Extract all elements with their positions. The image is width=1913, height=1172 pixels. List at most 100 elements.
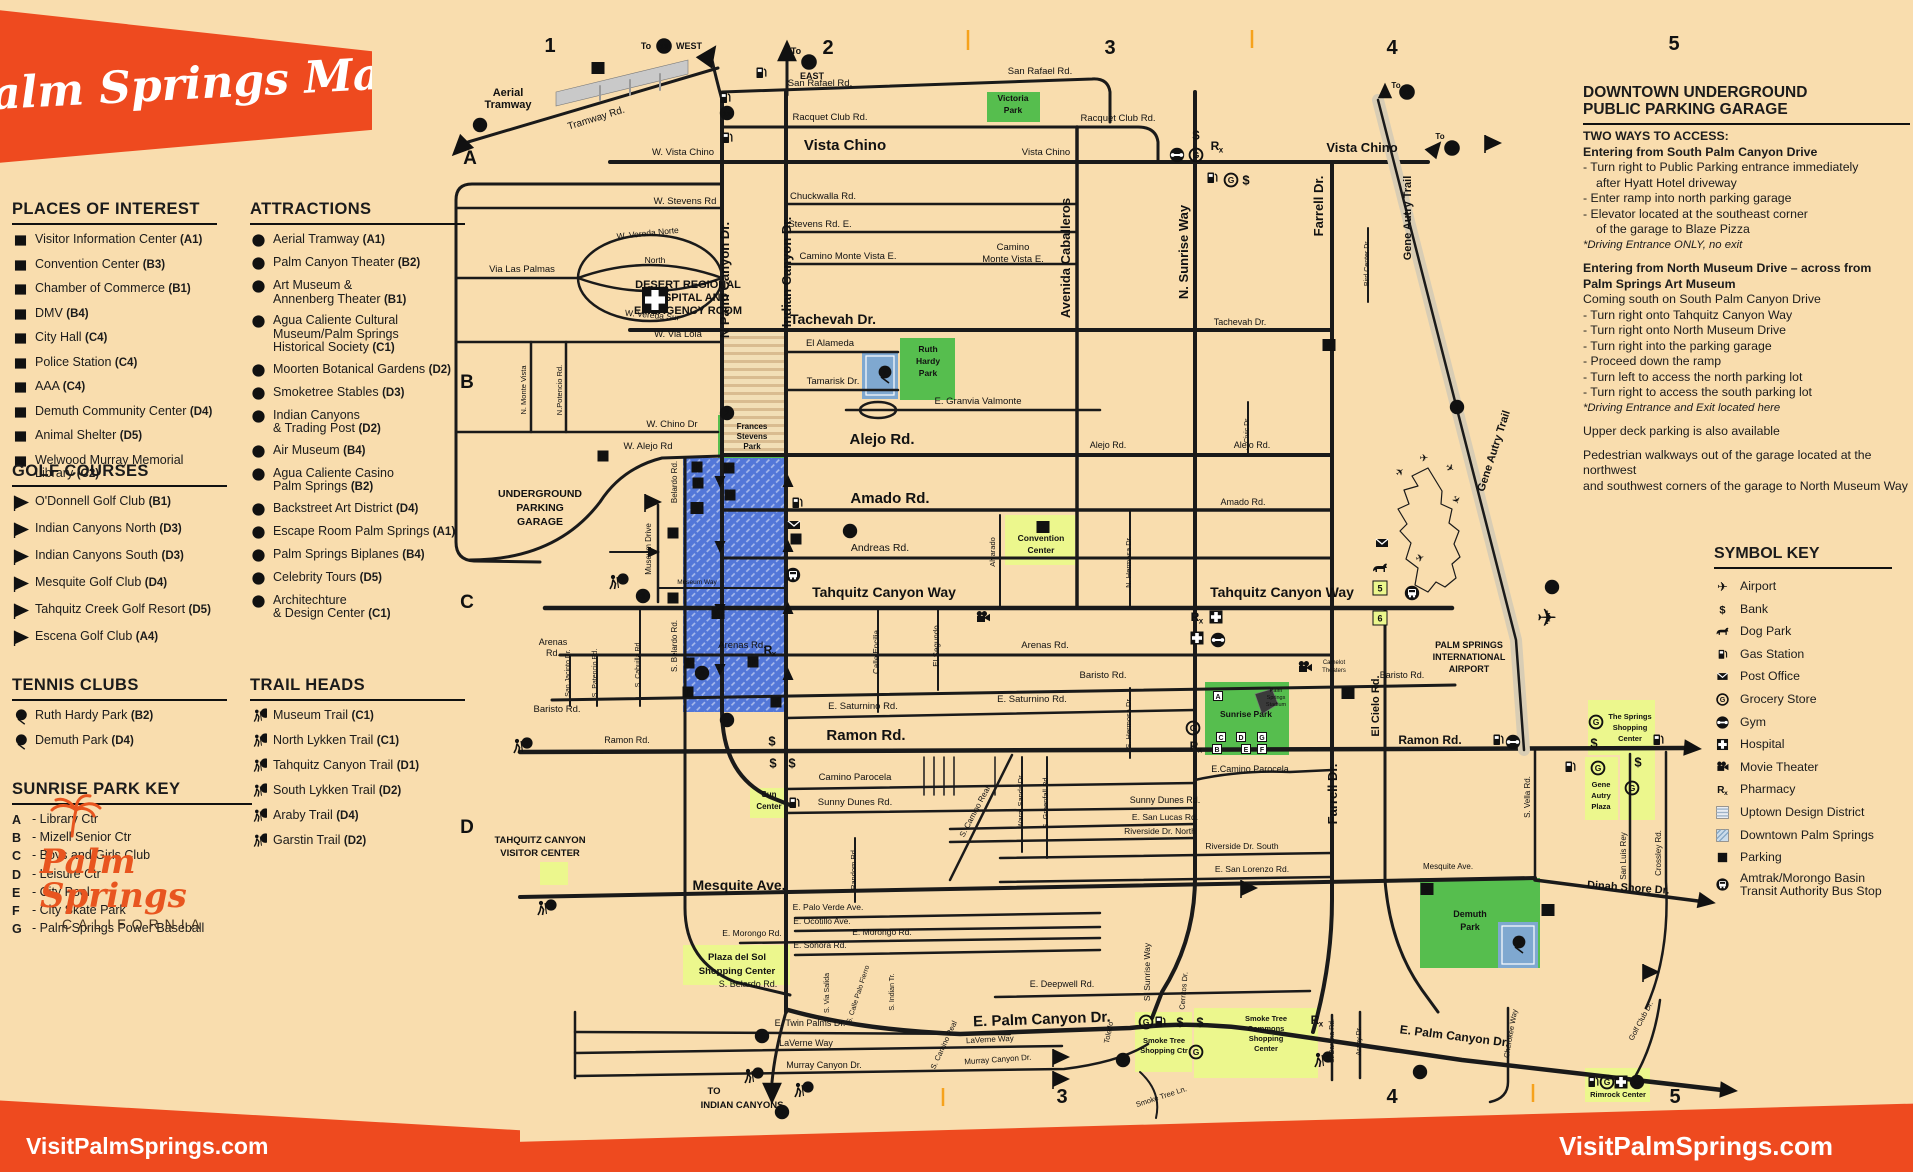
svg-text:2: 2 [1056, 1053, 1060, 1062]
svg-text:10: 10 [805, 58, 813, 67]
svg-text:4: 4 [264, 786, 267, 792]
road [1383, 606, 1440, 1014]
map-label: Araby Dr. [1356, 1026, 1363, 1055]
map-label: Sunny Dunes Rd. [1130, 795, 1201, 805]
map-groc-icon: G [1590, 760, 1606, 776]
map-label: Arenas Rd. [718, 640, 766, 651]
map-bank-icon: $ [1196, 1015, 1204, 1030]
road [738, 936, 1102, 945]
svg-text:$: $ [1176, 1015, 1184, 1030]
svg-text:G: G [1595, 763, 1602, 773]
symbol-key-item: Gym [1714, 714, 1913, 731]
svg-text:G: G [1190, 723, 1197, 733]
symbol-key-item: $Bank [1714, 601, 1913, 618]
svg-text:13: 13 [1633, 1080, 1641, 1087]
map-label: Mesquite Ave. [1423, 862, 1473, 871]
sq-icon: 3 [14, 284, 27, 295]
map-label: Avenida Caballeros [1058, 198, 1073, 318]
svg-text:B: B [1214, 747, 1219, 754]
grid-col-label: 2 [822, 37, 833, 59]
map-tri-icon [782, 540, 794, 552]
svg-text:P: P [727, 491, 733, 500]
map-label: Ramon Rd. [1398, 733, 1461, 747]
golf-icon: 5 [13, 603, 29, 619]
map-label: Via Las Palmas [489, 264, 555, 275]
parking-info-line: - Elevator located at the southeast corn… [1583, 206, 1808, 221]
map-tri-icon [777, 39, 797, 62]
road [1150, 90, 1197, 1020]
map-letter-icon-B: B [1212, 744, 1222, 754]
svg-text:x: x [1198, 746, 1203, 755]
svg-text:G: G [1193, 150, 1200, 160]
road [948, 836, 1197, 844]
svg-text:G: G [1259, 735, 1265, 742]
grid-col-label: 5 [1668, 33, 1679, 55]
tennis-court-lines [1501, 925, 1535, 965]
road [1630, 998, 1662, 1084]
svg-text:x: x [1219, 146, 1224, 155]
circ-icon: 9 [252, 467, 265, 481]
svg-text:$: $ [769, 756, 777, 771]
dog-icon [1716, 627, 1729, 636]
map-label: Smoke Tree [1143, 1036, 1185, 1045]
road [1488, 1006, 1510, 1104]
symbol-key-item: Gas Station [1714, 646, 1913, 663]
sq-icon: 6 [14, 357, 27, 369]
map-shield-icon-10: 10 [801, 54, 817, 70]
post-icon [1717, 673, 1728, 681]
map-label: S. Cahuilla Rd. [635, 641, 642, 688]
map-circ-icon-2: 2 [719, 405, 735, 421]
road [1644, 750, 1668, 1010]
road [550, 683, 1457, 702]
map-label: Bird Center Dr. [1364, 240, 1371, 286]
map-label: Alvarado [988, 537, 997, 567]
map-label: Warm Sands Dr. [1016, 774, 1025, 829]
grid-row-label: A [463, 148, 477, 169]
map-circ-icon-6: 6 [1115, 1052, 1131, 1068]
map-plane-icon: ✈ [1448, 494, 1462, 507]
parking-info-line: *Driving Entrance ONLY, no exit [1583, 238, 1743, 251]
map-label: E. Sonora Rd. [793, 940, 846, 950]
tennis-court-lines [865, 355, 895, 396]
road [720, 77, 1112, 124]
map-label: S. Barona Rd. [1329, 1019, 1336, 1063]
map-label: Vista Chino [804, 137, 886, 154]
map-circ-icon-1: 1 [472, 117, 488, 133]
symbol-key-heading: SYMBOL KEY [1714, 545, 1892, 569]
svg-text:5: 5 [760, 1031, 765, 1041]
area-victoria-park [987, 92, 1040, 122]
svg-text:3: 3 [256, 282, 260, 291]
svg-text:14: 14 [723, 718, 731, 725]
svg-text:2: 2 [18, 261, 22, 270]
svg-text:4: 4 [756, 1071, 760, 1078]
road [517, 745, 1688, 755]
map-ysq-icon-6: 6 [1372, 610, 1388, 626]
map-label: LaVerne Way [779, 1038, 833, 1048]
parking-info-line: of the garage to Blaze Pizza [1596, 222, 1750, 236]
map-label: Smoke Tree [1245, 1014, 1287, 1023]
svg-text:x: x [1724, 790, 1728, 797]
grid-col-label: 3 [1056, 1086, 1067, 1108]
map-tri-icon [782, 475, 794, 487]
svg-text:11: 11 [255, 531, 262, 537]
svg-text:✈: ✈ [1537, 605, 1557, 632]
svg-text:x: x [772, 650, 777, 659]
svg-text:12: 12 [255, 554, 261, 560]
sq-icon: 10 [14, 455, 27, 467]
map-label: Farrell Dr. [1325, 764, 1340, 825]
map-label: Commons [1248, 1024, 1285, 1033]
map-plane-icon: ✈ [1393, 465, 1408, 480]
svg-text:R: R [1190, 739, 1199, 753]
map-label: Victoria [997, 93, 1028, 103]
svg-text:x: x [1319, 1020, 1324, 1029]
